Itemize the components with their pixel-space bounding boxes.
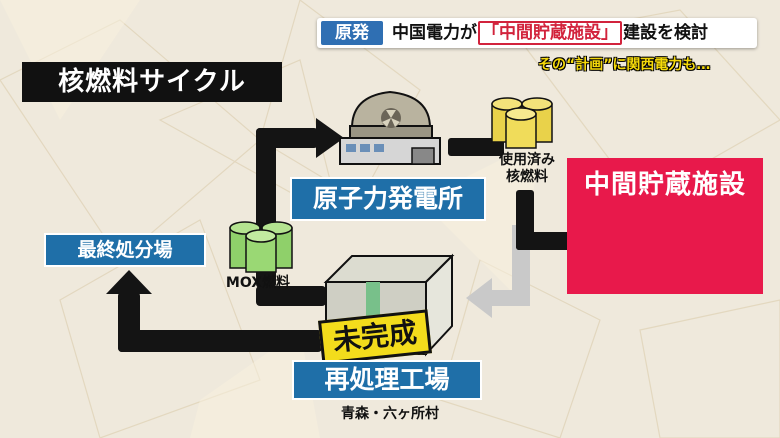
power-plant-label: 原子力発電所: [290, 177, 486, 221]
news-subline: その“計画”に関西電力も…: [538, 57, 711, 73]
reprocessing-plant-label: 再処理工場: [292, 360, 482, 400]
reprocessing-location-label: 青森・六ヶ所村: [341, 406, 439, 422]
reprocessing-to-mox-arrow: [256, 286, 326, 306]
news-headline: 中国電力が「中間貯蔵施設」建設を検討: [392, 20, 708, 46]
interim-storage-label: 中間貯蔵施設: [583, 170, 746, 200]
spent-fuel-icon: [491, 97, 553, 149]
news-category-tag: 原発: [321, 21, 383, 45]
reprocessing-to-disposal-arrow: [106, 270, 322, 352]
interim-storage-panel: [567, 158, 763, 294]
news-ticker: [317, 18, 757, 48]
diagram-title: 核燃料サイクル: [22, 62, 282, 102]
mox-fuel-icon: [229, 221, 293, 273]
headline-highlight: 「中間貯蔵施設」: [478, 21, 622, 45]
spent-fuel-label: 使用済み 核燃料: [499, 152, 555, 185]
mox-fuel-label: MOX燃料: [225, 275, 291, 291]
power-plant-illustration: [339, 90, 441, 165]
headline-text-after: 建設を検討: [623, 23, 708, 43]
headline-text-before: 中国電力が: [392, 23, 477, 43]
final-disposal-label: 最終処分場: [44, 233, 206, 267]
